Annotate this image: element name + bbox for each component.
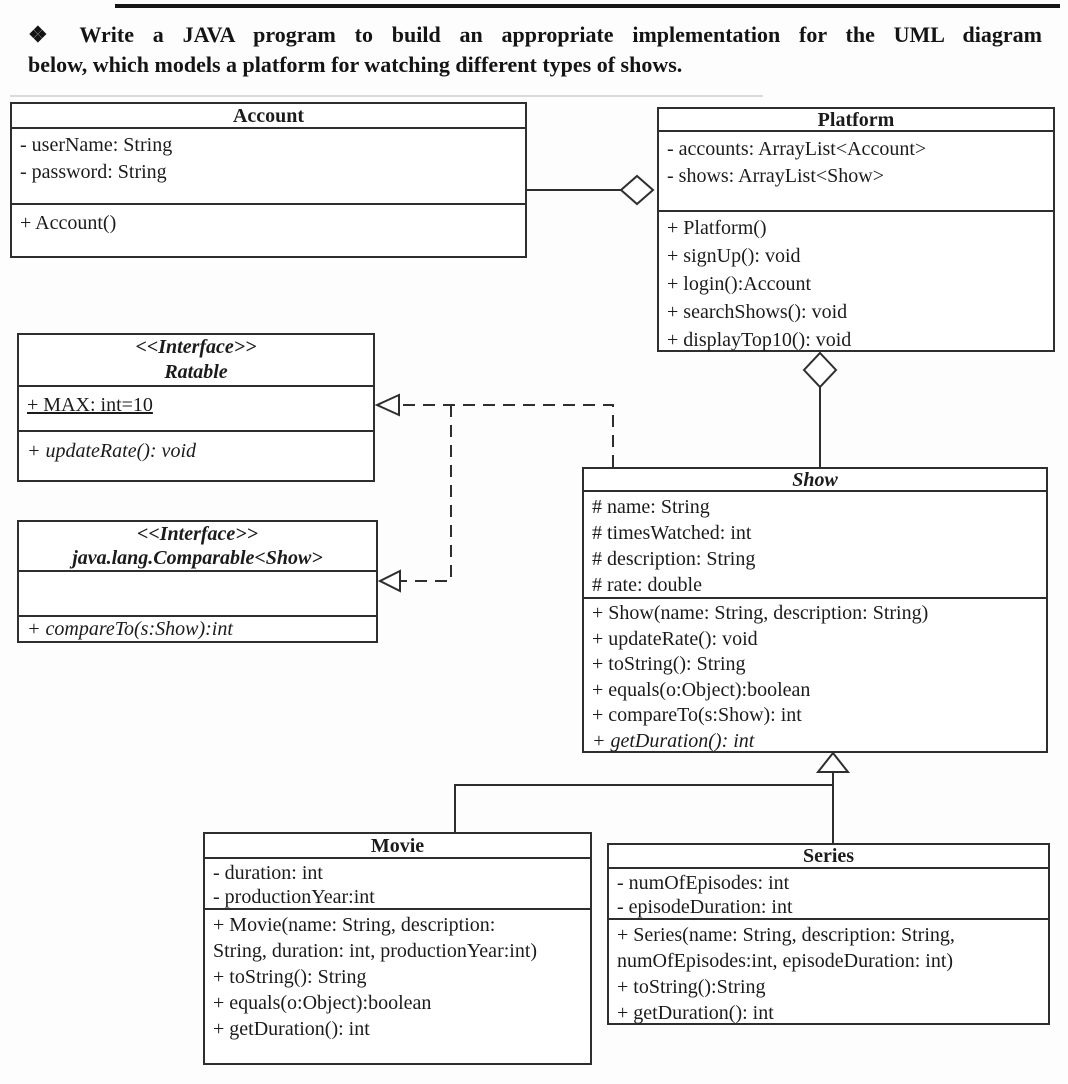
- method-line: + searchShows(): void: [667, 301, 848, 323]
- attributes-compartment: - accounts: ArrayList<Account> - shows: …: [659, 132, 1053, 212]
- method-line: + Platform(): [667, 217, 767, 239]
- method-line: String, duration: int, productionYear:in…: [213, 940, 538, 962]
- interface-name: Ratable: [164, 361, 228, 383]
- method-line: + updateRate(): void: [27, 440, 196, 462]
- attributes-compartment: # name: String # timesWatched: int # des…: [584, 492, 1046, 599]
- methods-compartment: + Movie(name: String, description: Strin…: [205, 910, 590, 1063]
- method-line: + toString(): String: [592, 653, 746, 675]
- method-line: + getDuration(): int: [213, 1018, 370, 1040]
- method-line: + signUp(): void: [667, 245, 801, 267]
- method-line: + Series(name: String, description: Stri…: [617, 924, 955, 946]
- interface-box-ratable: <<Interface>> Ratable + MAX: int=10 + up…: [17, 333, 375, 482]
- aggregation-diamond-icon: [619, 174, 655, 206]
- class-title: Account: [12, 104, 525, 129]
- attributes-compartment: + MAX: int=10: [19, 387, 373, 432]
- interface-stereotype: <<Interface>>: [136, 523, 259, 545]
- interface-stereotype: <<Interface>>: [135, 336, 257, 358]
- realization-arrowhead-icon: [377, 569, 401, 593]
- class-title: Show: [584, 469, 1046, 492]
- interface-box-comparable: <<Interface>> java.lang.Comparable<Show>…: [17, 520, 378, 643]
- attribute-line: - duration: int: [213, 862, 323, 884]
- attribute-line: + MAX: int=10: [27, 394, 153, 416]
- class-box-account: Account - userName: String - password: S…: [10, 102, 527, 258]
- aggregation-diamond-icon: [802, 351, 838, 389]
- exercise-prompt: ❖ Write a JAVA program to build an appro…: [28, 20, 1042, 80]
- exercise-prompt-line1: ❖ Write a JAVA program to build an appro…: [28, 22, 1042, 47]
- interface-name: java.lang.Comparable<Show>: [72, 547, 323, 569]
- class-box-movie: Movie - duration: int - productionYear:i…: [203, 832, 592, 1065]
- interface-title: <<Interface>> java.lang.Comparable<Show>: [19, 522, 376, 572]
- realization-arrowhead-icon: [374, 393, 400, 417]
- interface-title: <<Interface>> Ratable: [19, 335, 373, 387]
- attribute-line: - password: String: [20, 161, 167, 183]
- class-box-series: Series - numOfEpisodes: int - episodeDur…: [607, 843, 1050, 1025]
- method-line: + Show(name: String, description: String…: [592, 602, 929, 624]
- class-title: Series: [609, 845, 1048, 869]
- attribute-line: - productionYear:int: [213, 886, 375, 908]
- methods-compartment: + updateRate(): void: [19, 432, 373, 480]
- attribute-line: - episodeDuration: int: [617, 896, 793, 918]
- attribute-line: - shows: ArrayList<Show>: [667, 165, 885, 187]
- methods-compartment: + Show(name: String, description: String…: [584, 599, 1046, 754]
- method-line: + toString():String: [617, 976, 766, 998]
- method-line: + toString(): String: [213, 966, 367, 988]
- class-box-platform: Platform - accounts: ArrayList<Account> …: [657, 107, 1055, 352]
- methods-compartment: + Series(name: String, description: Stri…: [609, 920, 1048, 1026]
- attributes-compartment: [19, 572, 376, 617]
- attributes-compartment: - duration: int - productionYear:int: [205, 859, 590, 910]
- methods-compartment: + Platform() + signUp(): void + login():…: [659, 212, 1053, 354]
- method-line: + Account(): [20, 212, 117, 234]
- method-line: + displayTop10(): void: [667, 329, 852, 351]
- attribute-line: # timesWatched: int: [592, 522, 752, 544]
- method-line: + compareTo(s:Show):int: [27, 618, 233, 640]
- generalization-arrowhead-icon: [815, 751, 851, 773]
- method-line: + login():Account: [667, 273, 812, 295]
- class-title: Platform: [659, 109, 1053, 132]
- show-comparable-realization-line: [400, 405, 452, 582]
- methods-compartment: + compareTo(s:Show):int: [19, 617, 376, 641]
- attribute-line: # name: String: [592, 496, 710, 518]
- attributes-compartment: - numOfEpisodes: int - episodeDuration: …: [609, 869, 1048, 920]
- method-line: + compareTo(s:Show): int: [592, 704, 802, 726]
- class-title: Movie: [205, 834, 590, 859]
- method-line: + getDuration(): int: [617, 1002, 774, 1024]
- exercise-prompt-line2: below, which models a platform for watch…: [28, 52, 683, 77]
- class-box-show: Show # name: String # timesWatched: int …: [582, 467, 1048, 753]
- attribute-line: # description: String: [592, 548, 756, 570]
- method-line: + Movie(name: String, description:: [213, 914, 496, 936]
- attribute-line: - accounts: ArrayList<Account>: [667, 138, 927, 160]
- method-line: numOfEpisodes:int, episodeDuration: int): [617, 950, 954, 972]
- method-line: + equals(o:Object):boolean: [592, 678, 811, 701]
- method-line: + updateRate(): void: [592, 627, 758, 650]
- methods-compartment: + Account(): [12, 205, 525, 256]
- attribute-line: - numOfEpisodes: int: [617, 872, 790, 894]
- abstract-method-line: + getDuration(): int: [592, 729, 755, 752]
- attribute-line: # rate: double: [592, 574, 702, 596]
- method-line: + equals(o:Object):boolean: [213, 992, 432, 1014]
- attributes-compartment: - userName: String - password: String: [12, 129, 525, 205]
- show-ratable-realization-line: [399, 404, 614, 467]
- attribute-line: - userName: String: [20, 134, 173, 156]
